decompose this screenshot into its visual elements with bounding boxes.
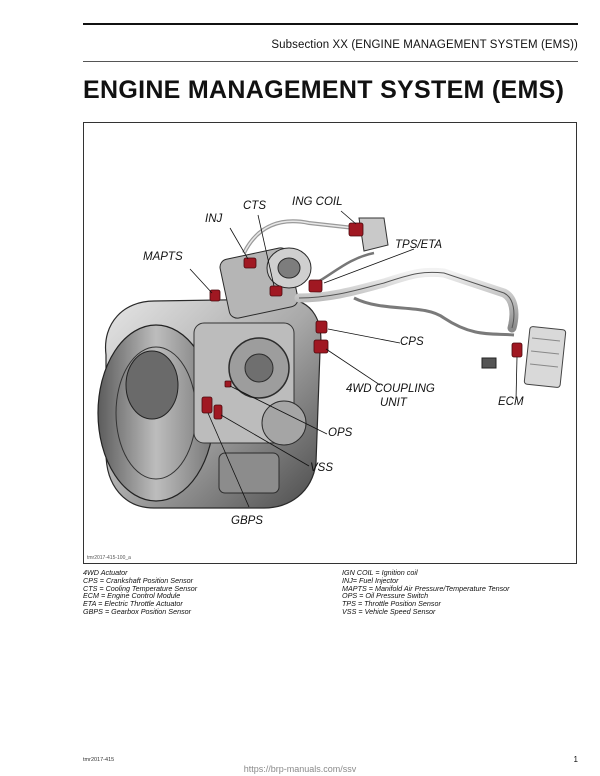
throttle-bore — [277, 257, 301, 279]
legend-item: GBPS = Gearbox Position Sensor — [83, 606, 192, 616]
subsection-header: Subsection XX (ENGINE MANAGEMENT SYSTEM … — [271, 39, 578, 51]
ops-sensor — [224, 380, 232, 388]
leader-lines — [189, 210, 518, 508]
coupling-unit-sensor — [313, 339, 329, 354]
ecm-rib — [530, 350, 560, 355]
figure-id: tmr2017-415-100_a — [87, 555, 131, 561]
callout-cps: CPS — [400, 336, 424, 348]
legend-item: INJ= Fuel Injector — [342, 575, 399, 585]
harness-connector — [481, 357, 497, 369]
mapts-sensor — [209, 289, 221, 302]
coolant-hose-highlight — [243, 220, 355, 254]
legend-item: ECM = Engine Control Module — [83, 591, 181, 601]
tps-eta-sensor — [308, 279, 323, 293]
callout-ops: OPS — [328, 427, 353, 439]
page-title: ENGINE MANAGEMENT SYSTEM (EMS) — [83, 76, 565, 104]
callout-vss: VSS — [310, 462, 334, 474]
subheader-rule — [83, 61, 578, 62]
header-rule — [83, 23, 578, 25]
wiring-branch — [353, 296, 515, 337]
gbps-sensor — [201, 396, 213, 414]
legend-item: IGN COIL = Ignition coil — [342, 568, 418, 577]
legend-item: VSS = Vehicle Speed Sensor — [342, 606, 436, 616]
callout-inj: INJ — [205, 213, 223, 225]
engine-illustration — [97, 210, 567, 509]
cps-sensor — [315, 320, 328, 334]
gearbox-cover — [261, 400, 307, 446]
callout-mapts: MAPTS — [143, 251, 183, 263]
cvt-air-intake — [125, 350, 179, 420]
callout-cts: CTS — [243, 200, 266, 212]
ecm-rib — [531, 337, 561, 342]
callout-ing-coil: ING COIL — [292, 196, 343, 208]
inj-sensor — [243, 257, 257, 269]
footer-doc-code: tmr2017-415 — [83, 757, 115, 763]
sensor-group — [201, 222, 523, 420]
callout-gbps: GBPS — [231, 515, 263, 527]
page-number: 1 — [573, 755, 578, 764]
legend-item: OPS = Oil Pressure Switch — [342, 591, 429, 601]
legend-item: CPS = Crankshaft Position Sensor — [83, 575, 194, 585]
ign-coil-sensor — [348, 222, 364, 237]
vss-sensor — [213, 404, 223, 420]
oil-pan — [218, 452, 280, 494]
source-url[interactable]: https://brp-manuals.com/ssv — [243, 764, 357, 774]
callout-4wd-unit: UNIT — [380, 397, 407, 409]
legend-item: MAPTS = Manifold Air Pressure/Temperatur… — [342, 583, 510, 593]
legend-left: 4WD Actuator CPS = Crankshaft Position S… — [83, 569, 197, 616]
legend-item: TPS = Throttle Position Sensor — [342, 599, 441, 609]
callout-4wd-coupling: 4WD COUPLING — [346, 383, 435, 395]
legend-item: CTS = Cooling Temperature Sensor — [83, 583, 198, 593]
wiring-harness-outline — [298, 271, 515, 329]
ecm-unit — [523, 326, 567, 388]
magneto-hub — [244, 353, 274, 383]
ign-coil-bracket — [358, 217, 389, 252]
legend-right: IGN COIL = Ignition coil INJ= Fuel Injec… — [342, 569, 510, 616]
engine-figure: INJ CTS ING COIL MAPTS TPS/ETA CPS 4WD C… — [83, 122, 577, 564]
callout-tps-eta: TPS/ETA — [395, 239, 443, 251]
legend-item: ETA = Electric Throttle Actuator — [83, 599, 183, 609]
ecm-rib — [529, 363, 559, 368]
ecm-connector — [511, 342, 523, 358]
ignition-wire — [315, 251, 375, 285]
callout-ecm: ECM — [498, 396, 524, 408]
legend-item: 4WD Actuator — [83, 568, 128, 577]
cts-sensor — [269, 285, 283, 297]
